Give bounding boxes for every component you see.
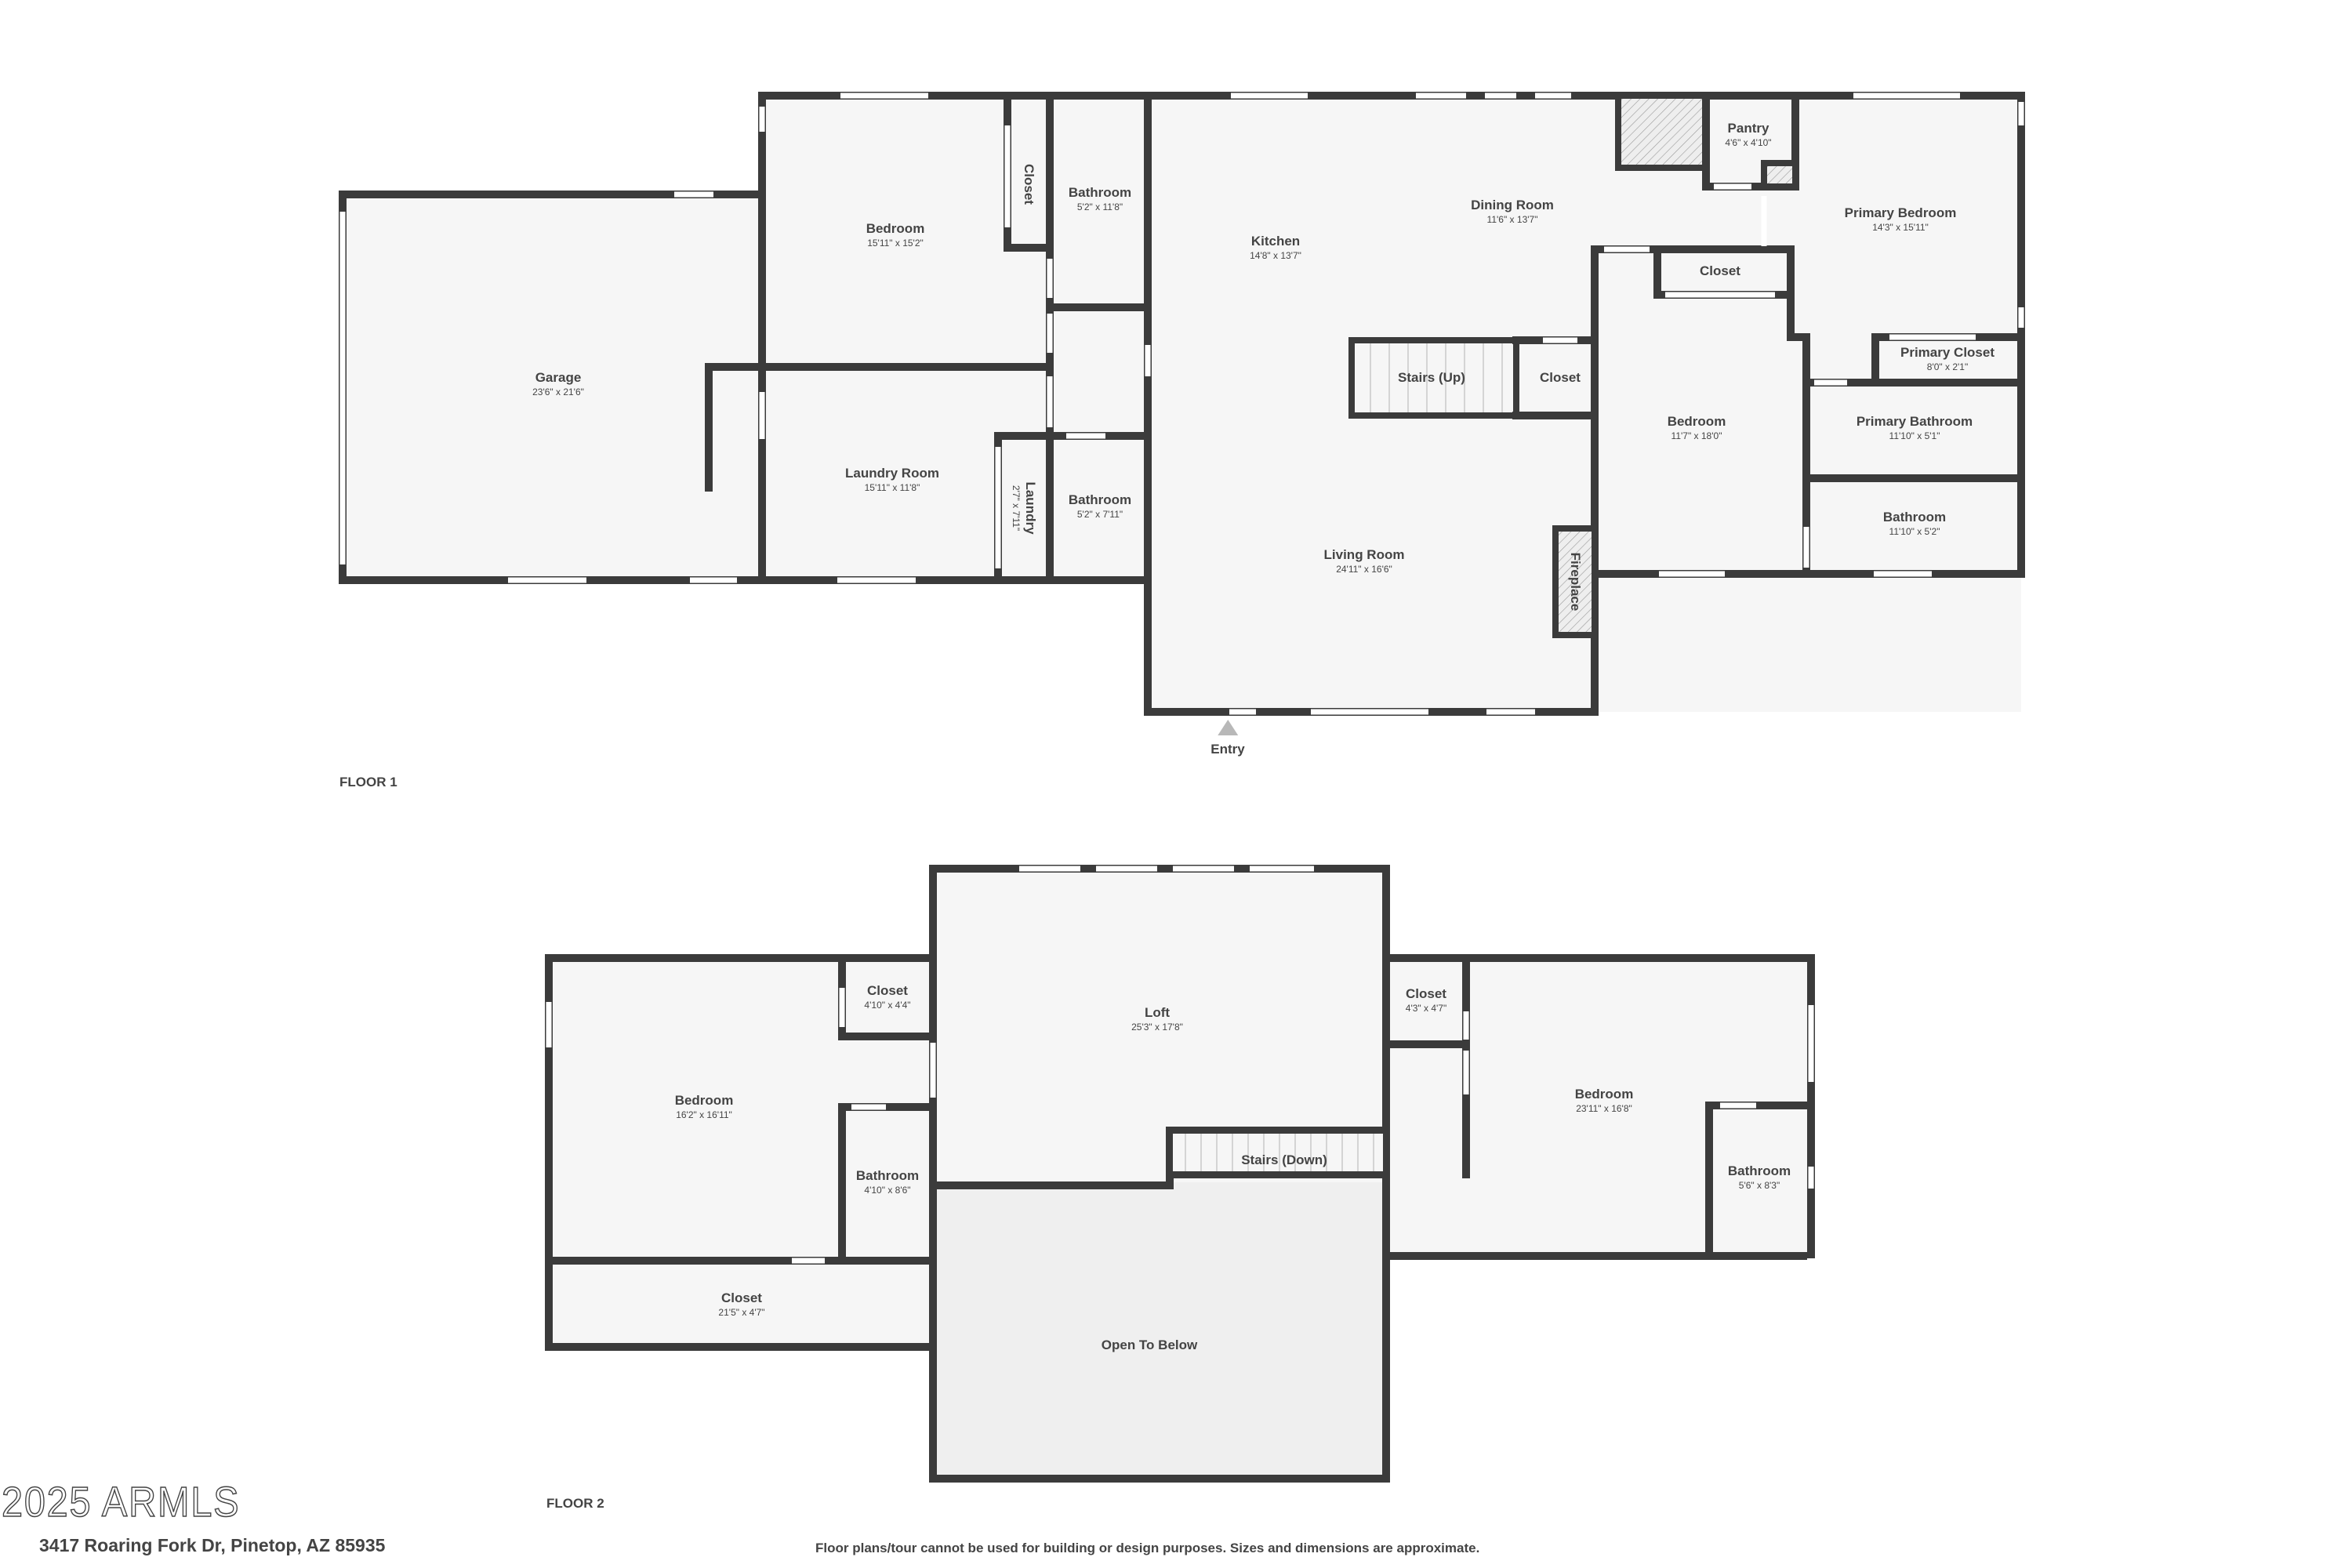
room-dimensions: 4'3" x 4'7" [1405,1003,1447,1014]
room-name: Bedroom [1667,414,1726,429]
floor-1-plan [339,92,2025,716]
room-dimensions: 16'2" x 16'11" [676,1109,732,1120]
room-bedroom-1: Bedroom 15'11" x 15'2" [866,221,925,249]
room-living-room: Living Room 24'11" x 16'6" [1324,547,1405,575]
room-name: Bedroom [674,1093,734,1108]
disclaimer: Floor plans/tour cannot be used for buil… [815,1541,1480,1555]
room-name: Pantry [1727,121,1769,136]
room-dimensions: 4'10" x 4'4" [864,1000,911,1011]
room-closet-1: Closet [1021,164,1036,205]
entry-label: Entry [1210,742,1245,757]
room-name: Dining Room [1471,198,1554,212]
room-dimensions: 11'6" x 13'7" [1486,214,1538,225]
floor-1-label: FLOOR 1 [339,775,397,789]
room-dimensions: 15'11" x 15'2" [867,238,924,249]
room-name: Closet [721,1290,762,1305]
room-dimensions: 11'10" x 5'2" [1889,526,1940,537]
room-name: Closet [1540,370,1581,385]
room-name: Living Room [1323,547,1405,562]
room-closet-3: Closet [1540,370,1581,386]
room-f2-bedroom-1: Bedroom 16'2" x 16'11" [675,1093,734,1121]
property-address: 3417 Roaring Fork Dr, Pinetop, AZ 85935 [39,1535,386,1555]
room-name: Closet [867,983,908,998]
room-name: Primary Bedroom [1844,205,1957,220]
fireplace: Fireplace [1567,553,1583,612]
room-name: Stairs (Down) [1241,1152,1327,1167]
room-name: Primary Bathroom [1856,414,1973,429]
room-dimensions: 23'11" x 16'8" [1576,1103,1632,1114]
room-dimensions: 2'7" x 7'11" [1011,485,1022,532]
room-dimensions: 14'3" x 15'11" [1872,222,1929,233]
room-dimensions: 21'5" x 4'7" [718,1307,765,1318]
room-dimensions: 25'3" x 17'8" [1131,1022,1183,1033]
stairs-up[interactable]: Stairs (Up) [1398,370,1465,386]
room-f2-bedroom-2: Bedroom 23'11" x 16'8" [1575,1087,1634,1115]
room-dimensions: 5'2" x 11'8" [1076,201,1123,212]
room-dimensions: 15'11" x 11'8" [864,482,920,493]
room-name: Bathroom [1727,1163,1791,1178]
room-bathroom-1: Bathroom 5'2" x 11'8" [1069,185,1131,213]
room-f2-closet-2: Closet 21'5" x 4'7" [718,1290,764,1319]
room-closet-2: Closet [1700,263,1740,279]
stairs-down[interactable]: Stairs (Down) [1241,1152,1327,1168]
room-kitchen: Kitchen 14'8" x 13'7" [1250,234,1301,262]
room-name: Bathroom [1068,185,1132,200]
room-primary-bedroom: Primary Bedroom 14'3" x 15'11" [1845,205,1957,234]
room-name: Loft [1144,1005,1171,1020]
room-dimensions: 11'10" x 5'1" [1889,430,1940,441]
room-name: Bathroom [1882,510,1947,524]
room-name: Primary Closet [1900,345,1994,360]
room-name: Laundry [1023,481,1038,535]
watermark: 2025 ARMLS [1,1478,241,1526]
room-dimensions: 23'6" x 21'6" [532,387,584,397]
room-name: Bedroom [1574,1087,1634,1102]
room-primary-bathroom: Primary Bathroom 11'10" x 5'1" [1857,414,1973,442]
room-name: Bedroom [866,221,925,236]
room-name: Laundry Room [845,466,939,481]
room-f2-closet-3: Closet 4'3" x 4'7" [1406,986,1446,1014]
room-dimensions: 14'8" x 13'7" [1250,250,1301,261]
room-laundry-room: Laundry Room 15'11" x 11'8" [845,466,939,494]
room-dimensions: 4'6" x 4'10" [1725,137,1772,148]
room-bedroom-2: Bedroom 11'7" x 18'0" [1668,414,1726,442]
room-name: Bathroom [1068,492,1132,507]
room-dining-room: Dining Room 11'6" x 13'7" [1471,198,1554,226]
room-laundry: Laundry 2'7" x 7'11" [1010,481,1038,534]
room-dimensions: 5'6" x 8'3" [1738,1180,1780,1191]
room-loft: Loft 25'3" x 17'8" [1131,1005,1183,1033]
entry-marker: Entry [1210,720,1245,757]
room-f2-bathroom-2: Bathroom 5'6" x 8'3" [1728,1163,1791,1192]
floor-2-label: FLOOR 2 [546,1496,604,1511]
room-name: Closet [1406,986,1446,1001]
room-pantry: Pantry 4'6" x 4'10" [1725,121,1771,149]
room-dimensions: 4'10" x 8'6" [864,1185,911,1196]
room-f2-bathroom-1: Bathroom 4'10" x 8'6" [856,1168,919,1196]
room-dimensions: 5'2" x 7'11" [1076,509,1123,520]
room-name: Kitchen [1250,234,1301,249]
room-name: Closet [1022,164,1036,205]
room-dimensions: 8'0" x 2'1" [1926,361,1969,372]
room-f2-closet-1: Closet 4'10" x 4'4" [864,983,910,1011]
room-name: Stairs (Up) [1398,370,1465,385]
floor-2-plan [545,865,1815,1483]
room-name: Fireplace [1568,552,1583,612]
room-bathroom-2: Bathroom 5'2" x 7'11" [1069,492,1131,521]
room-garage: Garage 23'6" x 21'6" [532,370,584,398]
room-primary-closet: Primary Closet 8'0" x 2'1" [1900,345,1994,373]
room-dimensions: 24'11" x 16'6" [1336,564,1392,575]
room-dimensions: 11'7" x 18'0" [1671,430,1722,441]
room-name: Open To Below [1101,1338,1198,1352]
room-name: Closet [1700,263,1740,278]
open-to-below: Open To Below [1102,1338,1197,1353]
room-bathroom-3: Bathroom 11'10" x 5'2" [1883,510,1946,538]
room-name: Bathroom [855,1168,920,1183]
room-name: Garage [535,370,582,385]
entry-arrow-icon [1218,720,1238,735]
